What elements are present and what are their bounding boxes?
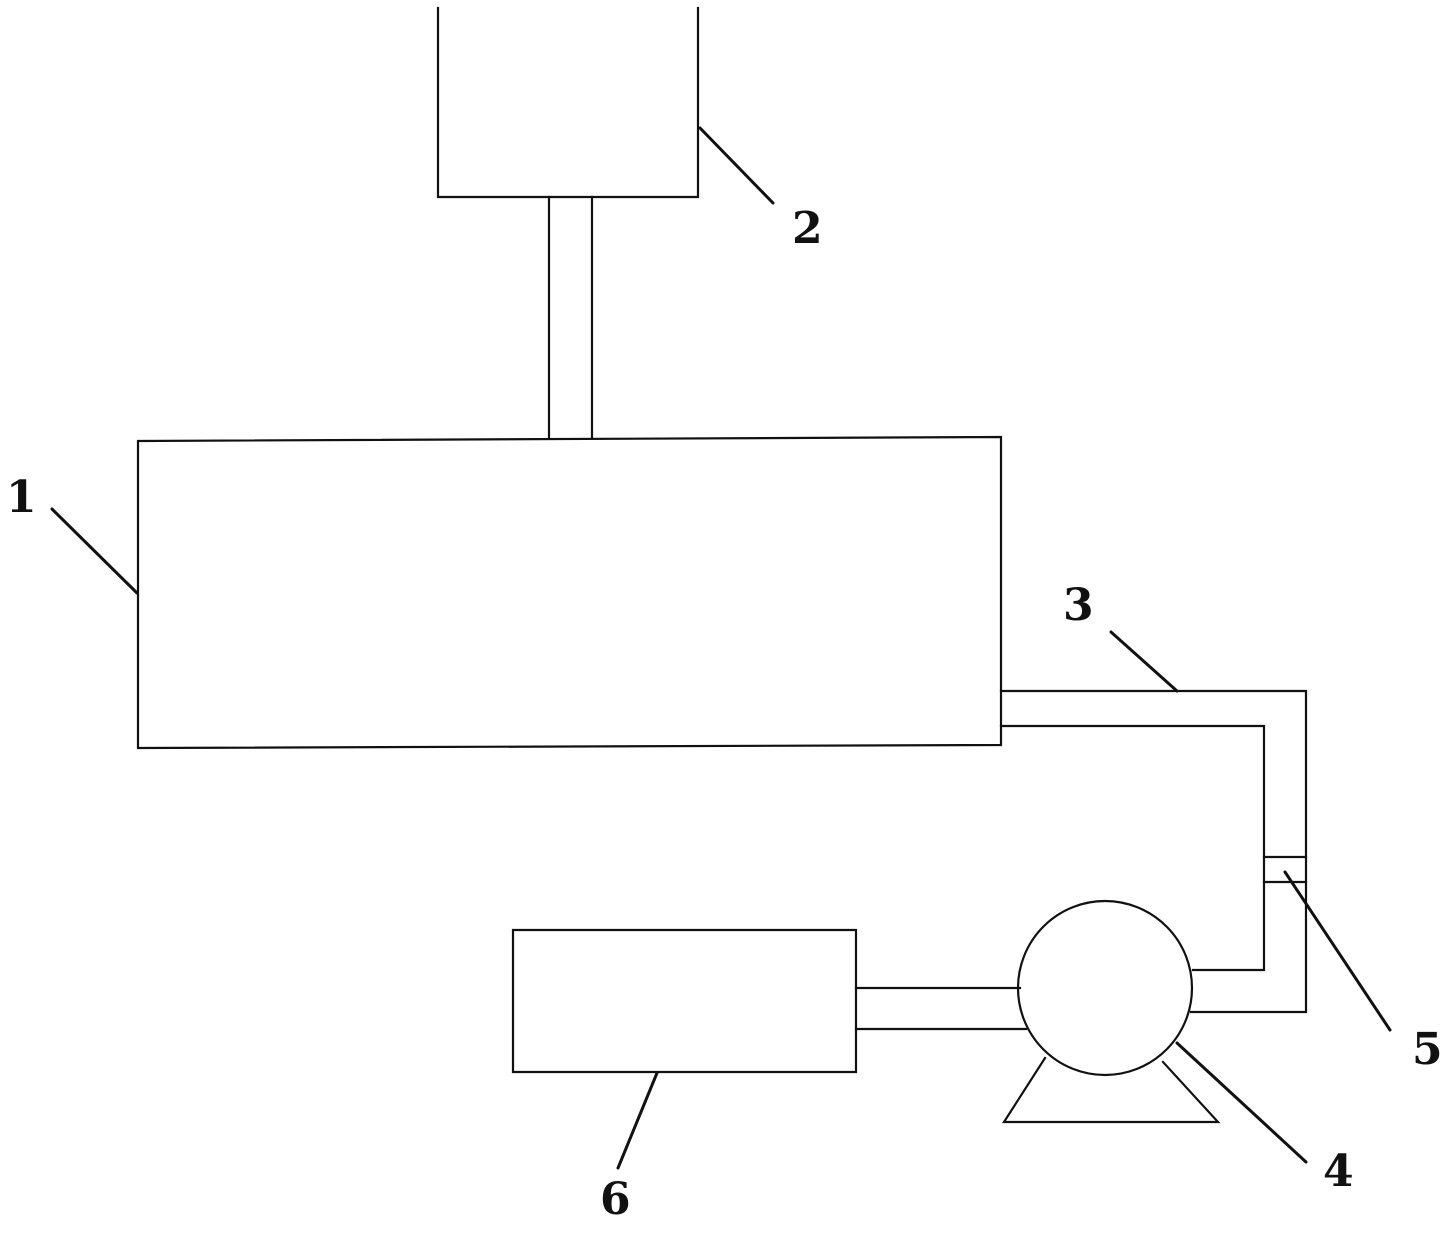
label-1: 1 <box>6 472 37 523</box>
label-5: 5 <box>1412 1024 1443 1075</box>
leader-line-1 <box>50 507 139 595</box>
component-5-element <box>1262 855 1308 884</box>
leader-line-3 <box>1109 630 1179 693</box>
leader-line-4 <box>1175 1041 1308 1164</box>
component-3-pipe <box>999 689 1308 1014</box>
label-2: 2 <box>792 203 823 254</box>
component-6-box <box>511 928 858 1074</box>
label-6: 6 <box>600 1174 631 1225</box>
pump-suction-pipe <box>854 986 1028 1031</box>
component-2-box <box>436 6 700 199</box>
component-4-pump <box>1001 899 1221 1124</box>
label-3: 3 <box>1063 580 1094 631</box>
leader-line-6 <box>616 1071 659 1170</box>
label-4: 4 <box>1323 1146 1354 1197</box>
vertical-pipe <box>547 195 594 440</box>
leader-lines <box>50 126 1392 1170</box>
leader-line-5 <box>1283 870 1392 1032</box>
leader-line-2 <box>698 126 775 205</box>
component-1-tank <box>136 435 1003 750</box>
